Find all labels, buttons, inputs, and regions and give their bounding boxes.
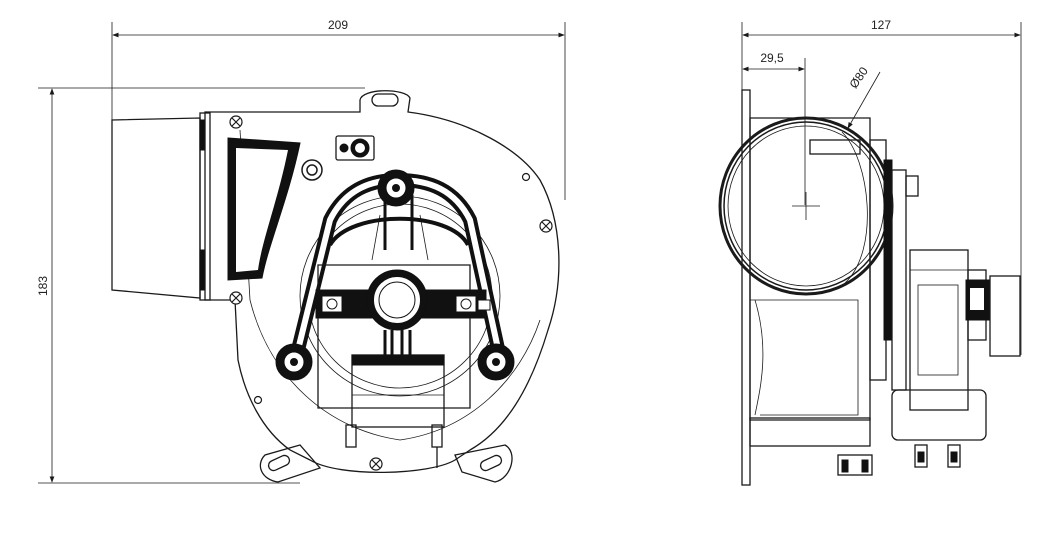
screw-icon <box>229 115 243 129</box>
side-housing <box>749 117 873 476</box>
housing <box>204 90 560 483</box>
mount-boss-icon <box>275 343 313 381</box>
side-offset-label: 29,5 <box>760 51 784 65</box>
mount-boss-icon <box>477 343 515 381</box>
mount-boss-icon <box>377 169 415 207</box>
front-width-label: 209 <box>328 18 348 32</box>
side-width-label: 127 <box>871 18 891 32</box>
motor-plate <box>315 264 491 409</box>
side-view: 127 29,5 Ø80 <box>718 18 1022 486</box>
side-offset-dimension: 29,5 <box>742 51 806 205</box>
side-width-dimension: 127 <box>741 18 1022 355</box>
front-view: 209 183 <box>36 18 566 484</box>
screw-icon <box>539 219 553 233</box>
sensor-connector <box>301 135 375 181</box>
screw-icon <box>369 457 383 471</box>
front-width-dimension: 209 <box>111 18 566 200</box>
screws <box>229 115 553 471</box>
side-diameter-label: Ø80 <box>846 64 871 91</box>
side-duct-ring <box>718 116 894 296</box>
side-motor <box>869 139 1021 468</box>
front-height-label: 183 <box>36 276 50 296</box>
outlet-duct <box>111 112 211 301</box>
motor-bracket <box>275 169 515 381</box>
screw-icon <box>229 291 243 305</box>
outlet-flap <box>227 137 301 281</box>
front-height-dimension: 183 <box>36 87 365 484</box>
motor-coil <box>345 354 445 468</box>
